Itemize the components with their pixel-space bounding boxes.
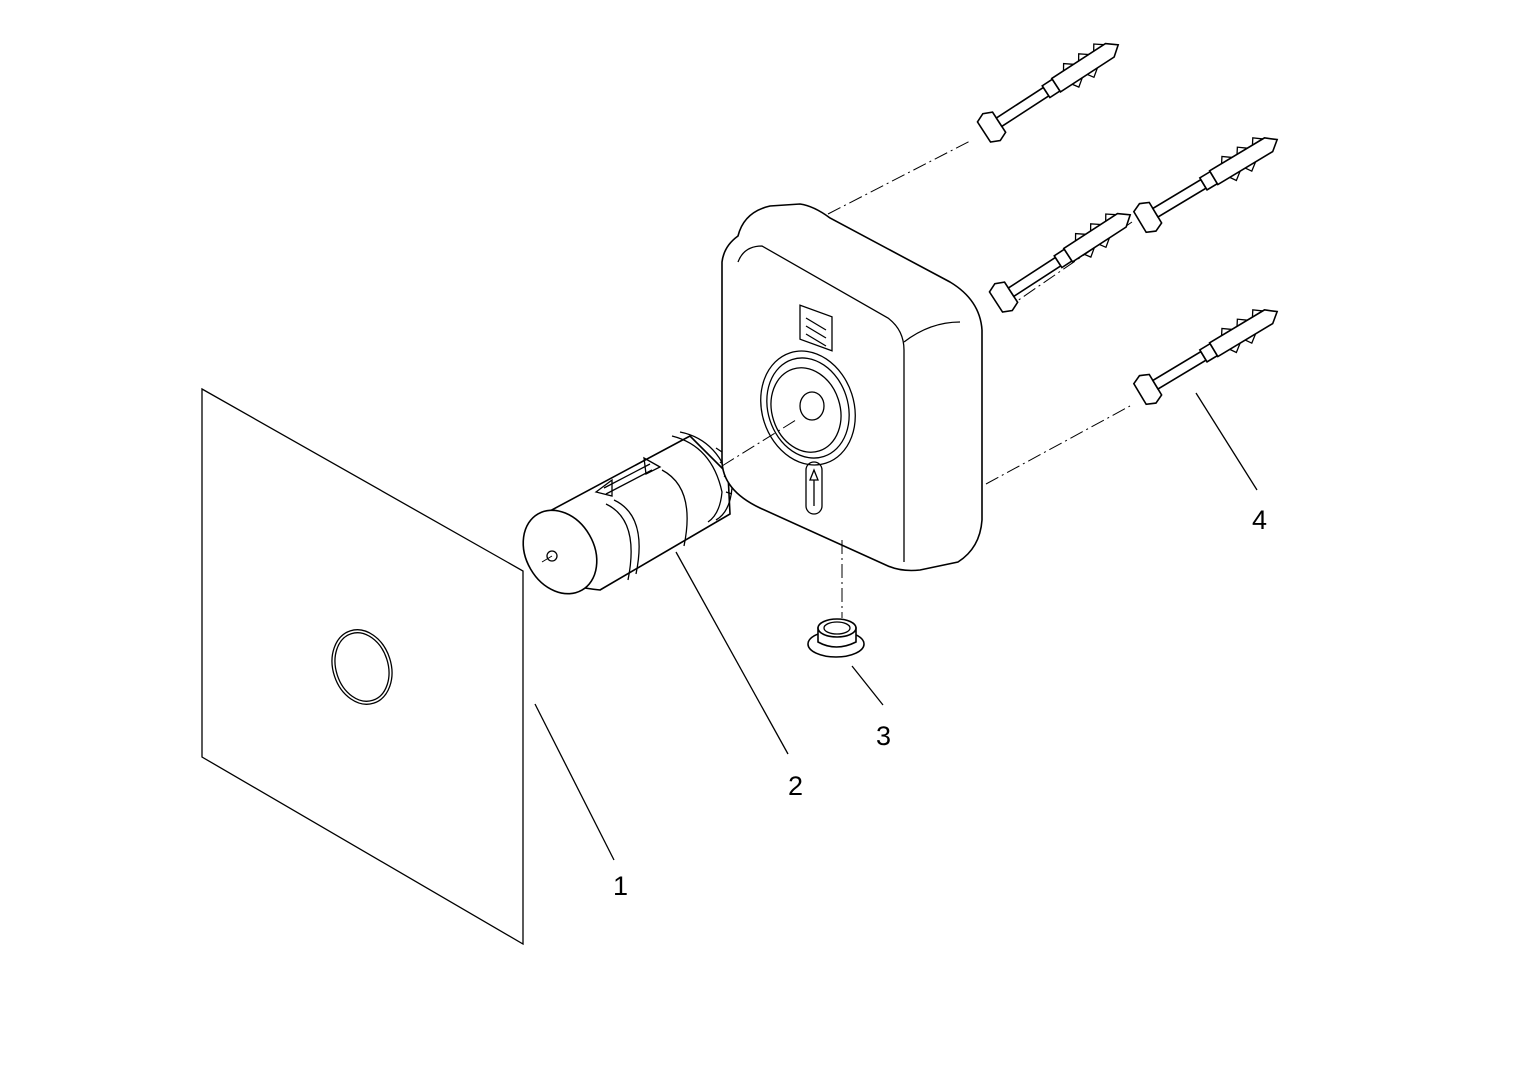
callout-3: 3 xyxy=(876,721,891,751)
leader-line-1 xyxy=(534,703,615,861)
sensor-cartridge xyxy=(522,431,733,595)
anchor-bolt-4 xyxy=(1132,309,1279,406)
sensor-housing xyxy=(721,139,1133,618)
leader-line-2 xyxy=(675,551,789,755)
anchor-bolt-2 xyxy=(1132,137,1279,234)
cover-plate xyxy=(201,387,524,946)
anchor-bolt-3 xyxy=(988,212,1132,313)
callout-4: 4 xyxy=(1252,505,1267,535)
grommet xyxy=(807,618,865,658)
leader-line-3 xyxy=(851,665,884,706)
callout-1: 1 xyxy=(613,871,628,901)
leader-line-4 xyxy=(1195,392,1258,491)
anchor-bolt-1 xyxy=(976,42,1120,143)
leader-lines xyxy=(534,392,1258,861)
callout-2: 2 xyxy=(788,771,803,801)
